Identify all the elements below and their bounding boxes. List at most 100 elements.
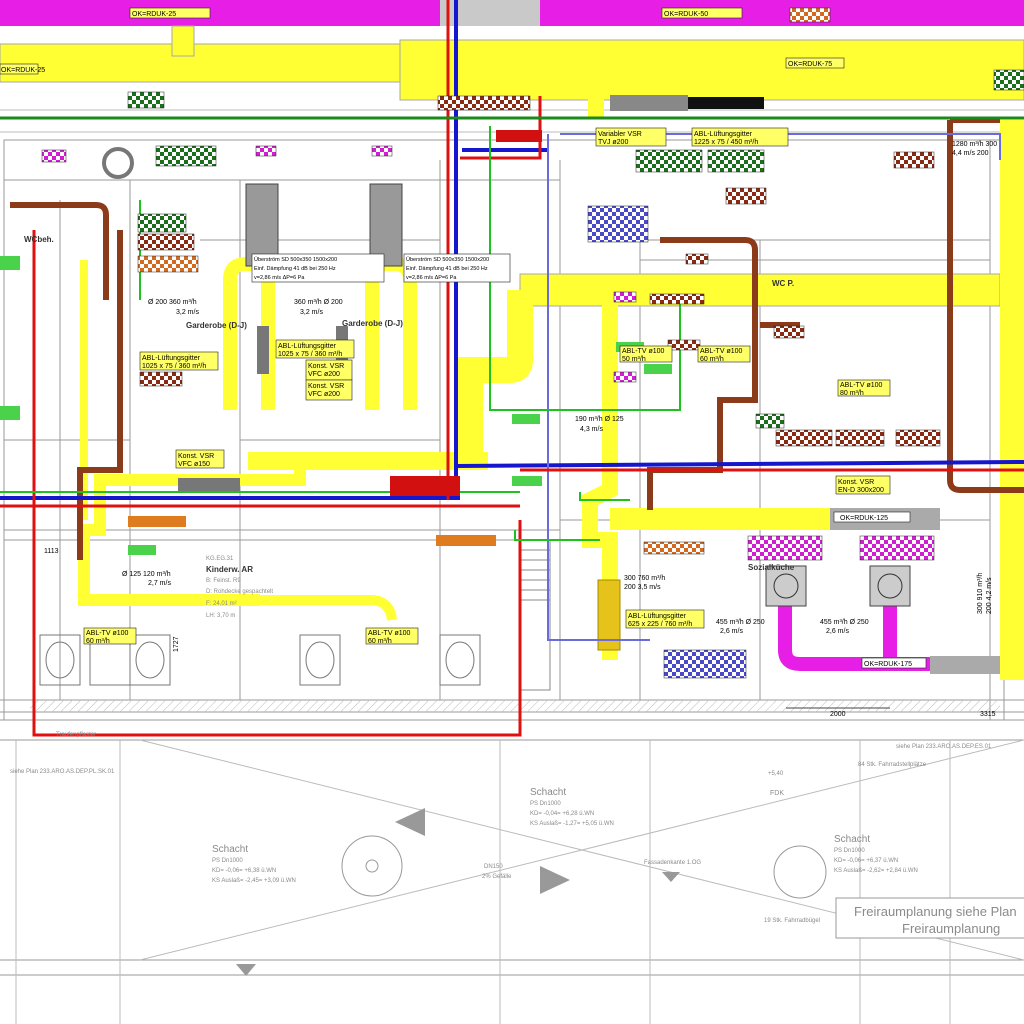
label-konst-vsr-4: Konst. VSR <box>838 479 874 486</box>
siehe-plan-right: siehe Plan 233.ARO.AS.DEP.ES.01 <box>896 744 992 750</box>
flow-8: 300 910 m³/h <box>977 573 984 614</box>
label-ok-rduk-75: OK=RDUK-75 <box>788 61 832 68</box>
tag-green-5 <box>0 256 20 270</box>
label-abl-tv-2-flow: 60 m³/h <box>700 356 724 363</box>
fahrradbuegel: 19 Stk. Fahrradbügel <box>764 918 820 924</box>
flow-4-v: 2,7 m/s <box>148 580 171 587</box>
schacht-1-ps: PS Dn1000 <box>530 801 561 807</box>
label-ok-rduk-25b: OK=RDUK-25 <box>1 67 45 74</box>
tag-red-dark <box>390 476 460 496</box>
tag-red-top <box>496 130 542 142</box>
label-ok-rduk-50: OK=RDUK-50 <box>664 11 708 18</box>
label-konst-vsr-1: Konst. VSR <box>308 363 344 370</box>
tag-green-7 <box>644 364 672 374</box>
dim-3315: 3315 <box>980 711 996 718</box>
duct-yellow-top-right <box>399 39 1024 101</box>
silencer-2 <box>369 183 403 267</box>
flow-3-v: 4,3 m/s <box>580 426 603 433</box>
label-abl-gitter-mid: ABL-Lüftungsgitter <box>278 343 337 350</box>
label-variabler-vsr: Variabler VSR <box>598 131 642 138</box>
label-abl-gitter-mid-size: 1025 x 75 / 360 m³/h <box>278 351 342 358</box>
label-abl-tv-5-flow: 60 m³/h <box>368 638 392 645</box>
label-konst-vsr-3: Konst. VSR <box>178 453 214 460</box>
dim-1727: 1727 <box>173 636 180 652</box>
duct-yellow-loop-right <box>365 257 417 410</box>
flow-4: Ø 125 120 m³/h <box>122 571 171 578</box>
fan-box-1 <box>765 565 807 607</box>
schacht-2-ps: PS Dn1000 <box>212 858 243 864</box>
duct-yellow-branch-top <box>588 88 604 118</box>
wall-hatch-bottom <box>30 700 560 712</box>
label-uberstroem-1c: v=2,86 m/s ΔP=6 Pa <box>254 275 305 281</box>
flow-6-v: 2,6 m/s <box>720 628 743 635</box>
tag-green-3 <box>128 545 156 555</box>
fdk-label: FDK <box>770 790 784 797</box>
duct-yellow-right-vertical <box>1000 120 1024 680</box>
duct-yellow-top-left <box>0 43 401 83</box>
tag-green-4 <box>0 406 20 420</box>
label-abl-gitter-left-size: 1025 x 75 / 360 m³/h <box>142 363 206 370</box>
flow-9-b: 4,4 m/s 200 <box>952 150 989 157</box>
kinderw-height: LH: 3,70 m <box>206 613 235 619</box>
kinderw-floor: B: Feinst. R9 <box>206 578 241 584</box>
duct-yellow-top-branch2 <box>688 97 764 109</box>
stair-treads <box>520 549 550 601</box>
fan-box-2 <box>869 565 911 607</box>
flow-6: 455 m³/h Ø 250 <box>716 619 765 626</box>
label-konst-vsr-2: Konst. VSR <box>308 383 344 390</box>
label-uberstroem-2c: v=2,86 m/s ΔP=6 Pa <box>406 275 457 281</box>
label-abl-tv-4-flow: 60 m³/h <box>86 638 110 645</box>
siehe-plan-left: siehe Plan 233.ARO.AS.DEP.PL.SK.01 <box>10 769 115 775</box>
toilets <box>39 634 481 686</box>
duct-yellow-riser-top <box>171 25 195 57</box>
schacht-3-ps: PS Dn1000 <box>834 848 865 854</box>
flow-9: 1280 m³/h 300 <box>952 141 997 148</box>
label-uberstroem-2b: Einf. Dämpfung 41 dB bei 250 Hz <box>406 266 488 272</box>
stair-block <box>519 539 551 691</box>
kinderw-area: F: 24,01 m² <box>206 601 237 607</box>
label-abl-tv-5: ABL-TV ø100 <box>368 630 411 637</box>
label-abl-tv-4: ABL-TV ø100 <box>86 630 129 637</box>
grille-lower-mid <box>597 579 621 651</box>
schacht-1-title: Schacht <box>530 787 566 798</box>
label-konst-vsr-1-size: VFC ø200 <box>308 371 340 378</box>
duct-yellow-horizontal-lower <box>248 452 488 470</box>
architecture-walls <box>0 109 1024 1024</box>
duct-yellow-right-branch <box>260 595 397 621</box>
tag-orange-2 <box>128 516 186 527</box>
fahrradstellplatz: 84 Stk. Fahrradstellplätze <box>858 762 927 768</box>
dim-2000: 2000 <box>830 711 846 718</box>
duct-yellow-lower-mid <box>582 300 618 660</box>
kinderw-ceiling: D: Rohdecke gespachtelt <box>206 589 273 595</box>
flow-1-v: 3,2 m/s <box>176 309 199 316</box>
flow-5-b: 200 3,5 m/s <box>624 584 661 591</box>
flow-5: 300 760 m³/h <box>624 575 665 582</box>
room-garderobe-left: Garderobe (D-J) <box>186 321 247 330</box>
fan-2-icon <box>877 573 903 599</box>
label-ok-rduk-25: OK=RDUK-25 <box>132 11 176 18</box>
flow-2-v: 3,2 m/s <box>300 309 323 316</box>
traufenpflaster: Traufenpflaster <box>56 732 96 738</box>
freiraum-line2: Freiraumplanung <box>902 921 1000 936</box>
duct-magenta-lower <box>778 590 930 671</box>
label-konst-vsr-2-size: VFC ø200 <box>308 391 340 398</box>
label-abl-gitter-bottom-size: 625 x 225 / 760 m³/h <box>628 621 692 628</box>
kinderw-code: KG.EG.31 <box>206 556 234 562</box>
duct-yellow-mid-right <box>519 273 1001 307</box>
room-sozialkueche: Sozialküche <box>748 563 795 572</box>
flow-3: 190 m³/h Ø 125 <box>575 416 624 423</box>
schacht-2-kd: KD= -0,06= +6,38 ü.WN <box>212 868 276 874</box>
checkered-tags <box>41 7 1024 679</box>
label-ok-rduk-175: OK=RDUK-175 <box>864 661 912 668</box>
label-uberstroem-2: Überström SD 500x350 1500x200 <box>406 256 489 263</box>
fassadenkante: Fassadenkante 1.OG <box>644 860 701 866</box>
duct-yellow-left-lower <box>78 470 306 606</box>
label-konst-vsr-3-size: VFC ø150 <box>178 461 210 468</box>
label-konst-vsr-4-size: EN-D 300x200 <box>838 487 884 494</box>
bike-circles <box>102 147 827 899</box>
fan-1-icon <box>773 573 799 599</box>
direction-arrows <box>236 808 680 976</box>
room-wcbeh: WCbeh. <box>24 235 54 244</box>
room-wc-p: WC P. <box>772 279 794 288</box>
